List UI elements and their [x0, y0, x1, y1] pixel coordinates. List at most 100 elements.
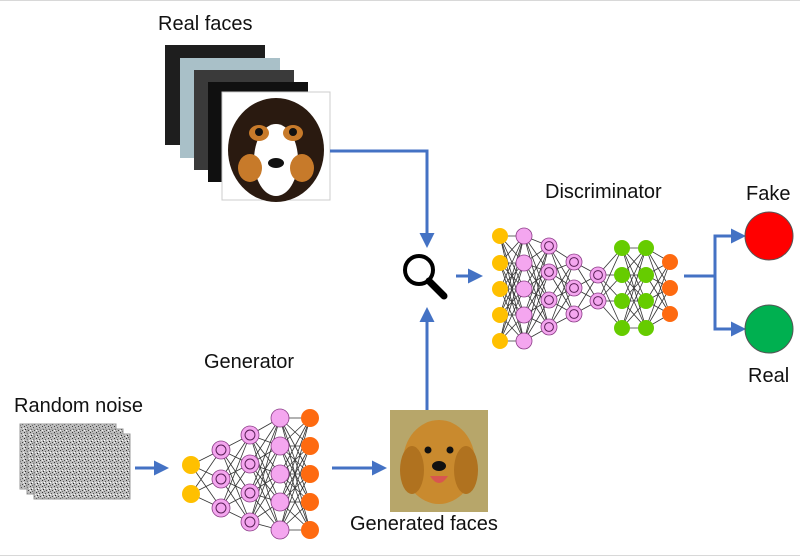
discriminator-node-layer-3	[540, 318, 558, 336]
generator-node-layer-4	[270, 436, 290, 456]
discriminator-node-layer-1	[492, 228, 508, 244]
discriminator-node-layer-8	[662, 254, 678, 270]
random-noise-label: Random noise	[14, 395, 143, 417]
generator-node-ring	[215, 502, 227, 514]
generator-node-layer-3	[240, 454, 260, 474]
discriminator-node-layer-7	[638, 240, 654, 256]
arrow-real-to-magnifier	[330, 149, 435, 248]
generator-node-ring	[244, 458, 256, 470]
generator-connection	[279, 445, 311, 531]
discriminator-node-layer-1	[492, 333, 508, 349]
discriminator-connection	[523, 271, 550, 342]
generator-node-ring	[244, 429, 256, 441]
generator-network	[182, 408, 319, 540]
discriminator-node-layer-2	[515, 280, 533, 298]
generator-node-ring	[244, 487, 256, 499]
discriminator-node-layer-4	[565, 253, 583, 271]
real-output-circle	[744, 304, 794, 354]
discriminator-node-ring	[569, 283, 579, 293]
discriminator-connection	[621, 274, 647, 329]
generator-connection	[249, 434, 281, 503]
generator-connection	[220, 434, 251, 509]
discriminator-connection	[499, 235, 525, 316]
generator-node-layer-1	[182, 485, 200, 503]
generator-connection	[249, 463, 281, 531]
discriminator-connection	[499, 262, 525, 342]
generator-node-layer-4	[270, 464, 290, 484]
discriminator-node-layer-4	[565, 279, 583, 297]
generator-connection	[249, 417, 281, 494]
generator-node-layer-3	[240, 512, 260, 532]
discriminator-connection	[499, 235, 525, 342]
generator-connection	[249, 445, 281, 523]
discriminator-connection	[499, 235, 525, 290]
discriminator-node-layer-7	[638, 293, 654, 309]
generator-node-layer-4	[270, 408, 290, 428]
generator-node-layer-4	[270, 520, 290, 540]
discriminator-node-ring	[593, 296, 603, 306]
discriminator-node-layer-5	[589, 292, 607, 310]
discriminator-connection	[523, 245, 550, 342]
discriminator-node-layer-1	[492, 307, 508, 323]
discriminator-node-layer-7	[638, 267, 654, 283]
discriminator-node-ring	[544, 295, 554, 305]
generator-node-layer-5	[301, 409, 319, 427]
real-faces-stack	[165, 45, 331, 202]
discriminator-connection	[597, 274, 623, 329]
generator-connection	[279, 417, 311, 475]
discriminator-node-layer-7	[638, 320, 654, 336]
generator-node-layer-5	[301, 521, 319, 539]
discriminator-node-layer-4	[565, 305, 583, 323]
discriminator-connection	[645, 261, 671, 329]
discriminator-node-layer-6	[614, 240, 630, 256]
generator-node-layer-2	[211, 469, 231, 489]
discriminator-node-layer-8	[662, 306, 678, 322]
discriminator-node-ring	[569, 257, 579, 267]
flow-arrows	[135, 149, 746, 476]
generator-connection	[279, 473, 311, 531]
fake-label: Fake	[746, 183, 791, 205]
discriminator-connection	[621, 247, 647, 302]
arrow-to-real	[713, 276, 746, 337]
generator-node-ring	[244, 516, 256, 528]
discriminator-connection	[548, 261, 575, 328]
discriminator-node-ring	[544, 241, 554, 251]
generator-connection	[279, 417, 311, 531]
discriminator-connection	[523, 245, 550, 316]
discriminator-connection	[621, 247, 647, 329]
discriminator-node-layer-6	[614, 293, 630, 309]
bottom-border	[0, 555, 800, 556]
discriminator-node-layer-6	[614, 267, 630, 283]
generator-node-layer-2	[211, 440, 231, 460]
discriminator-label: Discriminator	[545, 181, 662, 203]
generated-face-image	[390, 410, 488, 512]
noise-image-3	[33, 433, 131, 500]
discriminator-node-ring	[569, 309, 579, 319]
generator-connection	[249, 473, 281, 523]
magnifier-icon	[403, 254, 448, 300]
generator-node-layer-2	[211, 498, 231, 518]
real-label: Real	[748, 365, 790, 387]
discriminator-node-layer-8	[662, 280, 678, 296]
arrow-to-fake	[684, 228, 746, 278]
discriminator-node-layer-2	[515, 254, 533, 272]
discriminator-node-layer-3	[540, 263, 558, 281]
generated-faces-label: Generated faces	[350, 513, 498, 535]
generator-connection	[279, 417, 311, 503]
discriminator-connection	[597, 247, 623, 302]
discriminator-connection	[499, 288, 525, 342]
generator-node-layer-3	[240, 483, 260, 503]
discriminator-node-ring	[593, 270, 603, 280]
discriminator-node-layer-3	[540, 291, 558, 309]
generator-node-layer-5	[301, 493, 319, 511]
generator-node-layer-5	[301, 437, 319, 455]
discriminator-network	[492, 227, 678, 350]
discriminator-node-layer-2	[515, 332, 533, 350]
real-faces-label: Real faces	[158, 13, 253, 35]
discriminator-node-layer-6	[614, 320, 630, 336]
generator-node-ring	[215, 444, 227, 456]
fake-output-circle	[744, 211, 794, 261]
generator-node-ring	[215, 473, 227, 485]
